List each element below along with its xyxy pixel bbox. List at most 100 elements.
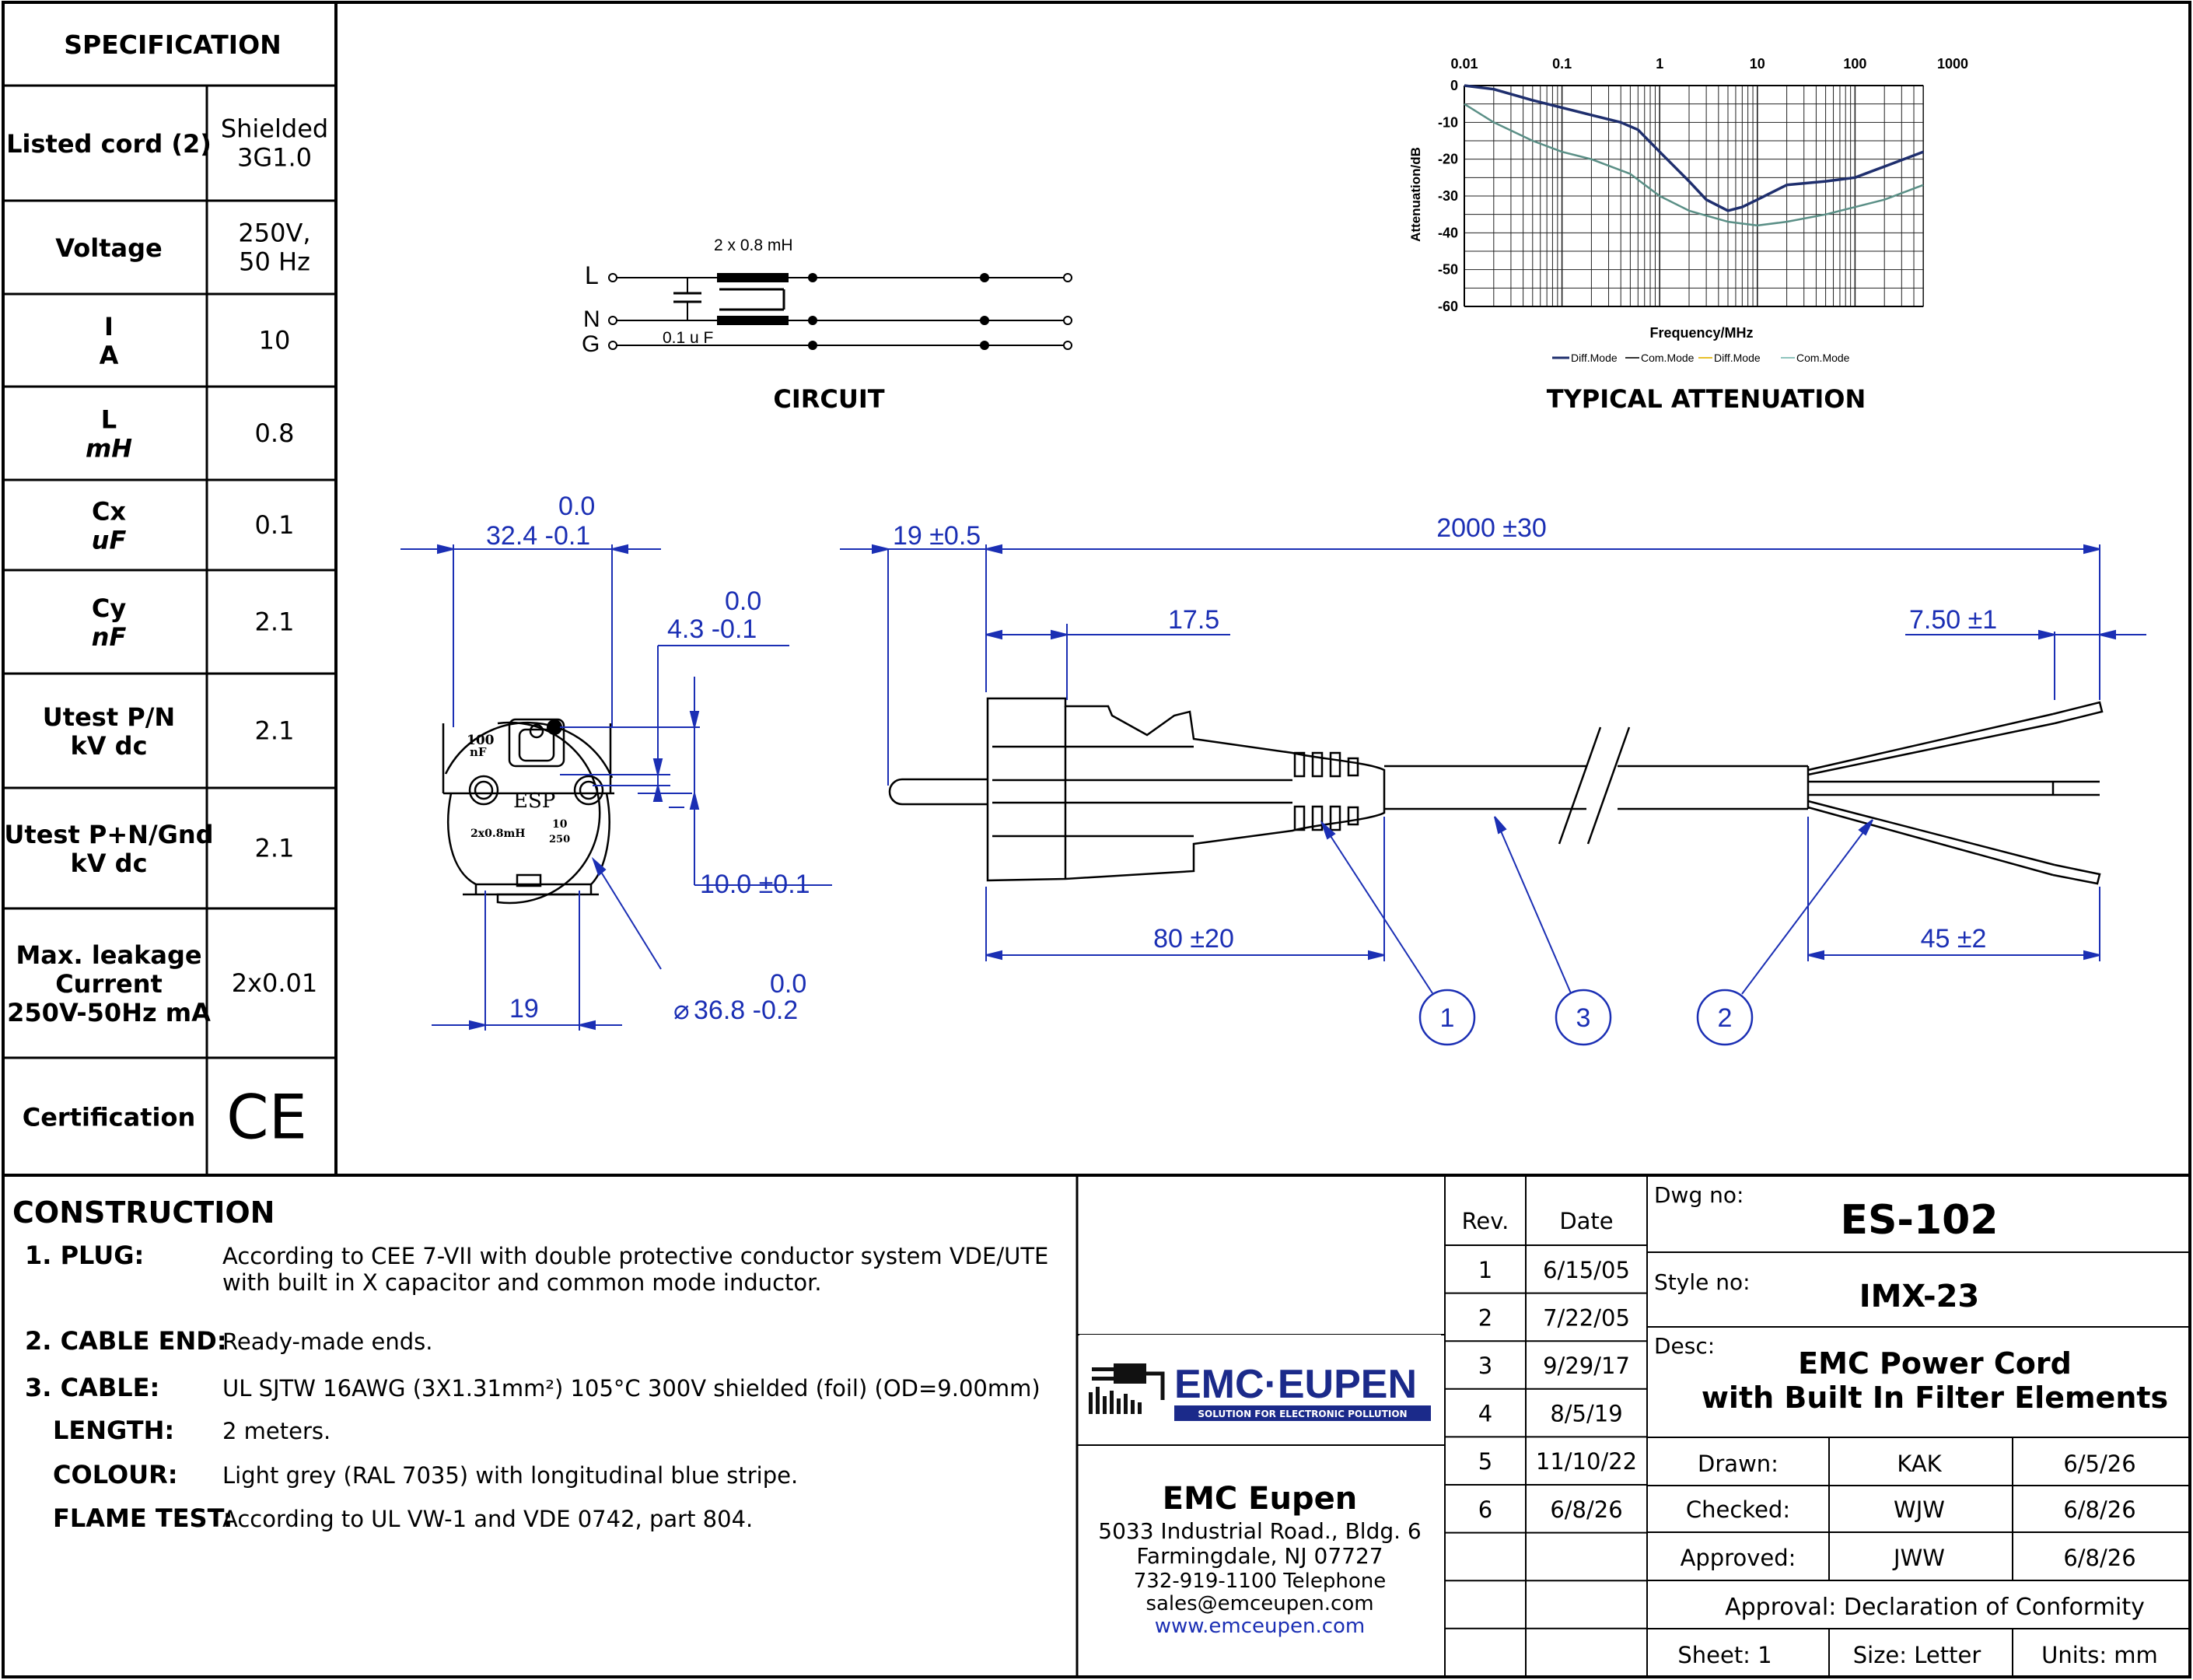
rev-date: 8/5/19: [1550, 1401, 1622, 1427]
signoff-name: KAK: [1897, 1451, 1942, 1477]
signoff-name: JWW: [1892, 1545, 1945, 1571]
chart-ylabel: Attenuation/dB: [1408, 147, 1423, 242]
rev-date: 6/15/05: [1543, 1257, 1630, 1283]
x-tick-label: 1: [1656, 56, 1663, 72]
dim-plug-width: 32.4 -0.1: [486, 521, 590, 551]
dwg-label: Dwg no:: [1654, 1182, 1744, 1208]
spec-value: Shielded: [221, 114, 328, 144]
rev-number: 3: [1478, 1353, 1492, 1379]
construction-title: CONSTRUCTION: [12, 1195, 275, 1230]
company-web[interactable]: www.emceupen.com: [1155, 1615, 1366, 1638]
dim-jacket-strip: 45 ±2: [1921, 924, 1987, 954]
y-tick-label: -50: [1438, 262, 1458, 278]
dim-pin-offset-tol: 0.0: [725, 586, 761, 616]
spec-label: Certification: [23, 1103, 196, 1132]
sheet-units: Units: mm: [2041, 1642, 2158, 1668]
spec-value: 0.8: [255, 418, 295, 448]
y-tick-label: -30: [1438, 188, 1458, 204]
spec-value: 2x0.01: [232, 968, 318, 998]
plug-face-label: 10: [552, 818, 568, 831]
spec-value: 2.1: [255, 607, 295, 637]
construction-text: Ready-made ends.: [222, 1328, 432, 1355]
y-tick-label: 0: [1450, 78, 1458, 93]
dim-plug-width-tol: 0.0: [558, 492, 595, 521]
y-tick-label: -10: [1438, 114, 1458, 130]
dim-pin-spacing: 10.0 ±0.1: [700, 870, 810, 899]
company-address2: Farmingdale, NJ 07727: [1136, 1543, 1383, 1569]
legend-item: Diff.Mode: [1714, 352, 1761, 364]
spec-value: 2.1: [255, 834, 295, 863]
x-tick-label: 1000: [1937, 56, 1968, 72]
construction-section: CONSTRUCTION 1. PLUG:According to CEE 7-…: [12, 1195, 1048, 1533]
construction-text: According to UL VW-1 and VDE 0742, part …: [222, 1506, 753, 1532]
rev-date: 11/10/22: [1536, 1448, 1637, 1475]
balloon-1: [1418, 989, 1476, 1046]
spec-value: 2.1: [255, 716, 295, 746]
desc-label: Desc:: [1654, 1333, 1715, 1359]
inductor-label: 2 x 0.8 mH: [714, 236, 793, 254]
specification-table: SPECIFICATION Listed cord (2)Shielded3G1…: [2, 1, 338, 1177]
dim-molded-length: 80 ±20: [1153, 924, 1234, 954]
dim-diameter: 36.8 -0.2: [694, 996, 798, 1025]
signoff-role: Approved:: [1681, 1545, 1796, 1571]
balloon-2: [1696, 989, 1754, 1046]
plug-face-label: 100: [467, 733, 495, 748]
style-number: IMX-23: [1859, 1279, 1980, 1314]
series-line-com-mode: [1464, 103, 1924, 227]
construction-label: 3. CABLE:: [25, 1373, 159, 1402]
rev-date: 6/8/26: [1550, 1496, 1622, 1523]
signoff-name: WJW: [1894, 1496, 1945, 1523]
construction-text: 2 meters.: [222, 1418, 331, 1444]
x-tick-label: 0.1: [1552, 56, 1572, 72]
construction-text: Light grey (RAL 7035) with longitudinal …: [222, 1462, 798, 1489]
company-phone: 732-919-1100 Telephone: [1134, 1570, 1387, 1593]
y-tick-label: -60: [1438, 299, 1458, 314]
spec-value: 50 Hz: [239, 247, 310, 277]
company-address1: 5033 Industrial Road., Bldg. 6: [1098, 1518, 1422, 1544]
desc-line2: with Built In Filter Elements: [1702, 1381, 2168, 1415]
spec-label: kV dc: [70, 849, 147, 878]
chart-legend: Diff.Mode Com.Mode Diff.Mode Com.Mode: [1552, 352, 1850, 364]
construction-text: According to CEE 7-VII with double prote…: [222, 1243, 1048, 1269]
y-tick-label: -20: [1438, 152, 1458, 167]
dim-strip-length: 7.50 ±1: [1909, 605, 1997, 635]
spec-label: L: [101, 405, 117, 435]
spec-value: 3G1.0: [237, 143, 312, 173]
x-tick-label: 10: [1750, 56, 1765, 72]
rev-date: 9/29/17: [1543, 1353, 1630, 1379]
diameter-symbol: ⌀: [673, 996, 689, 1025]
company-email[interactable]: sales@emceupen.com: [1145, 1592, 1373, 1615]
logo-tagline: SOLUTION FOR ELECTRONIC POLLUTION: [1198, 1409, 1407, 1419]
dim-pin-offset: 4.3 -0.1: [667, 614, 757, 644]
dim-pin-length: 19 ±0.5: [893, 521, 981, 551]
company-block: EMC·EUPEN SOLUTION FOR ELECTRONIC POLLUT…: [1077, 1334, 1445, 1638]
desc-line1: EMC Power Cord: [1798, 1346, 2072, 1381]
signoff-date: 6/8/26: [2063, 1496, 2135, 1523]
dwg-number: ES-102: [1840, 1197, 1998, 1244]
logo-text: EMC·EUPEN: [1174, 1362, 1417, 1407]
construction-text: UL SJTW 16AWG (3X1.31mm²) 105°C 300V shi…: [222, 1375, 1041, 1402]
line-label-n: N: [583, 306, 600, 332]
chart-title: TYPICAL ATTENUATION: [1547, 384, 1866, 414]
signoff-role: Checked:: [1686, 1496, 1790, 1523]
legend-item: Com.Mode: [1796, 352, 1850, 364]
spec-label: Current: [55, 969, 163, 999]
spec-value: 10: [259, 326, 291, 355]
spec-label: Voltage: [55, 233, 162, 263]
x-tick-label: 0.01: [1450, 56, 1478, 72]
legend-item: Diff.Mode: [1571, 352, 1618, 364]
sheet-size: Size: Letter: [1853, 1642, 1981, 1668]
spec-label: nF: [92, 622, 127, 652]
rev-header: Rev.: [1462, 1208, 1509, 1234]
signoff-date: 6/5/26: [2063, 1451, 2135, 1477]
plug-logo-icon: [1089, 1363, 1165, 1414]
company-name: EMC Eupen: [1163, 1481, 1357, 1517]
dim-plug-grip: 17.5: [1168, 605, 1219, 635]
spec-label: kV dc: [70, 731, 147, 761]
spec-value: 0.1: [255, 510, 295, 540]
dim-pin-base: 19: [509, 994, 539, 1024]
spec-label: Utest P+N/Gnd: [4, 820, 213, 849]
spec-label: 250V-50Hz mA: [7, 998, 211, 1027]
